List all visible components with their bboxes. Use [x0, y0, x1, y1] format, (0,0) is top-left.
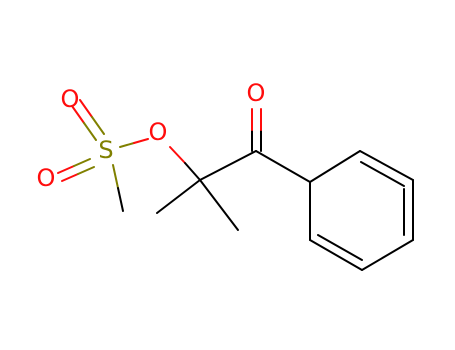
bond-quaternary-carbonyl-carbon [199, 150, 257, 181]
benzene-ring [309, 150, 414, 271]
atom-sulfur: S [98, 136, 113, 164]
bond-carbonyl-phenyl [255, 150, 311, 183]
atom-oxygen-top-left: O [61, 85, 80, 113]
atom-oxygen-bottom-left: O [37, 164, 56, 192]
bond-quaternary-methyl-left [156, 179, 201, 214]
bond-carbonyl-double [251, 108, 262, 152]
bond-sulfur-oxygen-ester [119, 138, 149, 148]
bond-oxygen-quaternary-carbon [169, 146, 201, 181]
atom-oxygen-ester: O [149, 118, 168, 146]
bond-sulfur-methyl [112, 164, 124, 212]
bond-sulfur-oxygen-top [71, 99, 105, 141]
bond-sulfur-oxygen-bottom [57, 158, 95, 182]
bond-quaternary-methyl-right [199, 179, 239, 231]
atom-oxygen-carbonyl: O [247, 79, 266, 107]
